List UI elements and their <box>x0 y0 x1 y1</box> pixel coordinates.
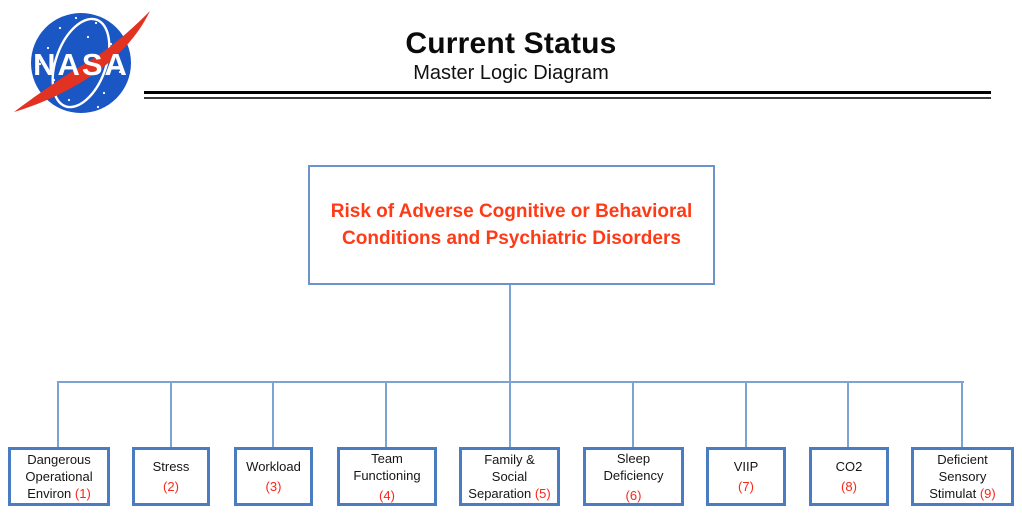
node-co2: CO2 (8) <box>809 447 889 506</box>
connector-drop-1 <box>57 381 59 447</box>
node-dangerous-operational-environ: Dangerous Operational Environ (1) <box>8 447 110 506</box>
connector-drop-3 <box>272 381 274 447</box>
node-number: (4) <box>379 487 395 503</box>
connector-drop-7 <box>745 381 747 447</box>
node-number: (6) <box>625 487 642 503</box>
node-deficient-sensory-stimulat: Deficient Sensory Stimulat (9) <box>911 447 1014 506</box>
node-label-line: Separation (5) <box>468 486 551 501</box>
node-team-functioning: Team Functioning (4) <box>337 447 437 506</box>
connector-drop-5 <box>509 381 511 447</box>
node-label-line: Stress <box>152 459 190 474</box>
nasa-logo-wordmark: NASA <box>33 47 129 82</box>
node-label-line: Environ (1) <box>27 486 91 501</box>
node-label-line: Social <box>491 469 528 484</box>
node-label-line: (4) <box>379 487 395 504</box>
node-number: (5) <box>534 486 551 501</box>
node-number: (2) <box>163 479 179 494</box>
node-label-line: Sleep <box>616 450 651 466</box>
connector-trunk <box>509 285 511 381</box>
node-label-line: Sensory <box>938 469 987 484</box>
page-title: Current Status <box>405 27 617 60</box>
connector-drop-4 <box>385 381 387 447</box>
node-label-line: Deficiency <box>603 467 664 483</box>
node-label-line: VIIP <box>733 459 759 474</box>
header-divider <box>144 91 991 99</box>
node-number: (8) <box>841 479 857 494</box>
node-number: (1) <box>74 486 91 501</box>
connector-drop-6 <box>632 381 634 447</box>
connector-drop-8 <box>847 381 849 447</box>
node-workload: Workload (3) <box>234 447 313 506</box>
node-label-line: (3) <box>266 478 282 495</box>
node-label-line: (8) <box>841 478 857 495</box>
node-label-line: Workload <box>246 459 301 474</box>
page-subtitle: Master Logic Diagram <box>413 62 609 84</box>
node-label-line: (2) <box>163 478 179 495</box>
root-node-label: Risk of Adverse Cognitive or Behavioral … <box>330 201 693 249</box>
node-label-line: Team <box>371 450 403 466</box>
node-label-line: (7) <box>738 478 754 495</box>
node-stress: Stress (2) <box>132 447 210 506</box>
nasa-logo-orbit <box>51 17 111 109</box>
node-label-line: Stimulat (9) <box>929 486 996 501</box>
node-sleep-deficiency: Sleep Deficiency (6) <box>583 447 684 506</box>
node-label-line: Family & <box>484 452 535 467</box>
node-label-line: CO2 <box>835 459 863 474</box>
title-block: Current Status Master Logic Diagram <box>0 27 1022 85</box>
node-label-line: Deficient <box>937 452 988 467</box>
nasa-logo: NASA <box>14 11 150 113</box>
connector-drop-2 <box>170 381 172 447</box>
node-label-line: (6) <box>626 487 642 504</box>
node-number: (9) <box>979 486 996 501</box>
node-number: (3) <box>265 479 282 494</box>
node-family-social-separation: Family & Social Separation (5) <box>459 447 560 506</box>
node-label-line: Dangerous <box>27 452 91 467</box>
root-node: Risk of Adverse Cognitive or Behavioral … <box>308 165 715 285</box>
node-viip: VIIP (7) <box>706 447 786 506</box>
node-label-line: Operational <box>25 469 93 484</box>
node-label-line: Functioning <box>353 467 421 483</box>
node-number: (7) <box>738 479 754 494</box>
connector-drop-9 <box>961 381 963 447</box>
